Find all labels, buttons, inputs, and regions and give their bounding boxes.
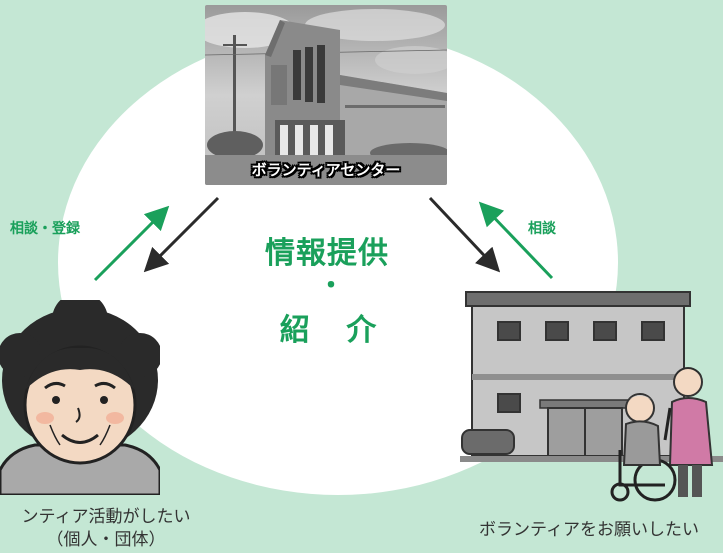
caption-left: ンティア活動がしたい （個人・団体）: [0, 506, 212, 552]
center-dot: ・: [318, 271, 345, 301]
center-title: 情報提供: [265, 236, 389, 271]
caption-right: ボランティアをお願いしたい: [479, 520, 699, 540]
arrow-center-to-facility: [428, 196, 501, 273]
label-consult-register: 相談・登録: [10, 221, 80, 237]
building-photo-icon: [205, 5, 447, 185]
elderly-woman-icon: [0, 300, 160, 495]
care-facility-icon: [460, 291, 723, 502]
volunteer-center-label: ボランティアセンター: [251, 161, 401, 179]
caption-left-line1: ンティア活動がしたい: [21, 507, 191, 527]
volunteer-center-photo: ボランティアセンター: [205, 5, 447, 185]
caption-left-line2: （個人・団体）: [46, 530, 166, 550]
arrow-center-to-individual: [143, 196, 220, 273]
label-consult: 相談: [528, 221, 556, 237]
arrow-individual-to-center: [93, 205, 170, 282]
arrow-facility-to-center: [478, 201, 554, 280]
center-subtitle: 紹 介: [279, 313, 377, 348]
